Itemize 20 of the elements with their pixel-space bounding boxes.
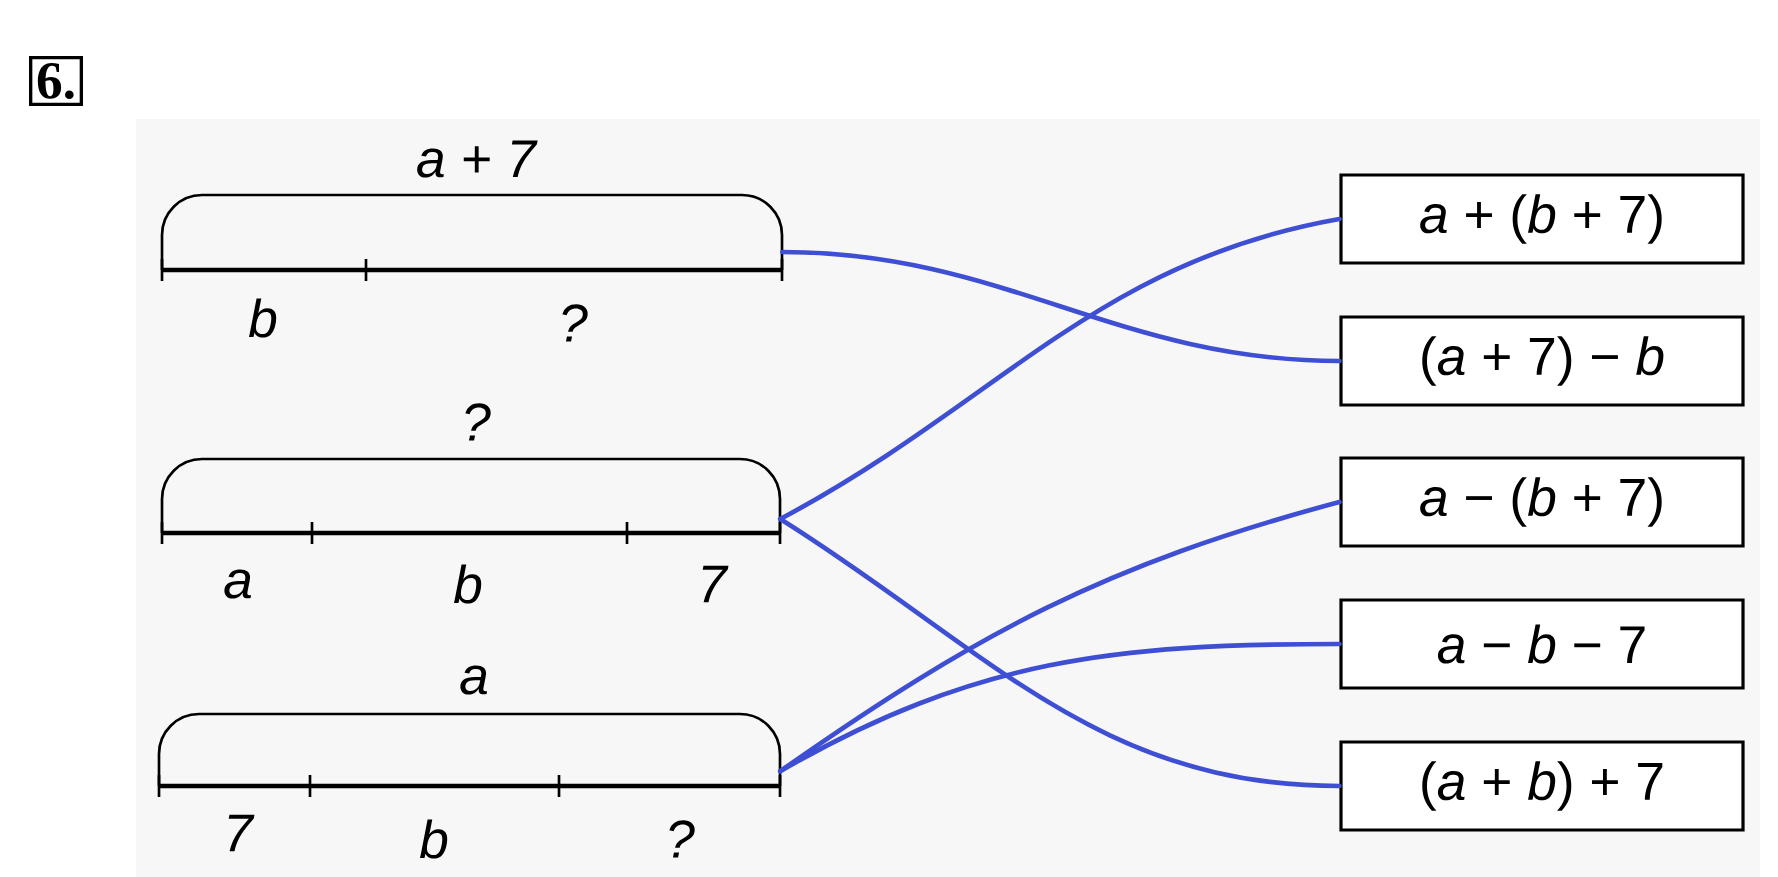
segment-label: 7 <box>702 565 729 603</box>
expression-box: a + (b + 7) <box>1339 173 1745 265</box>
segment-label: b <box>248 298 277 338</box>
connector-line <box>777 216 1342 522</box>
segment-label: a <box>460 665 487 695</box>
expression-box: (a + b) + 7 <box>1339 740 1745 832</box>
segment-label: b <box>419 819 448 859</box>
segment-label: b <box>453 564 482 604</box>
exercise-number: 6. <box>29 55 83 107</box>
connector-line <box>777 641 1342 774</box>
segment-label: a + 7 <box>417 140 538 178</box>
expression-box: (a + 7) − b <box>1339 315 1745 407</box>
segment-label: ? <box>562 304 588 342</box>
segment-label: ? <box>465 403 491 441</box>
segment-label: 7 <box>228 814 255 852</box>
segment-label: ? <box>669 820 695 858</box>
expression-box: a − (b + 7) <box>1339 456 1745 548</box>
connector-line <box>779 249 1342 364</box>
expression-box: a − b − 7 <box>1339 598 1745 690</box>
segment-label: a <box>224 569 251 599</box>
